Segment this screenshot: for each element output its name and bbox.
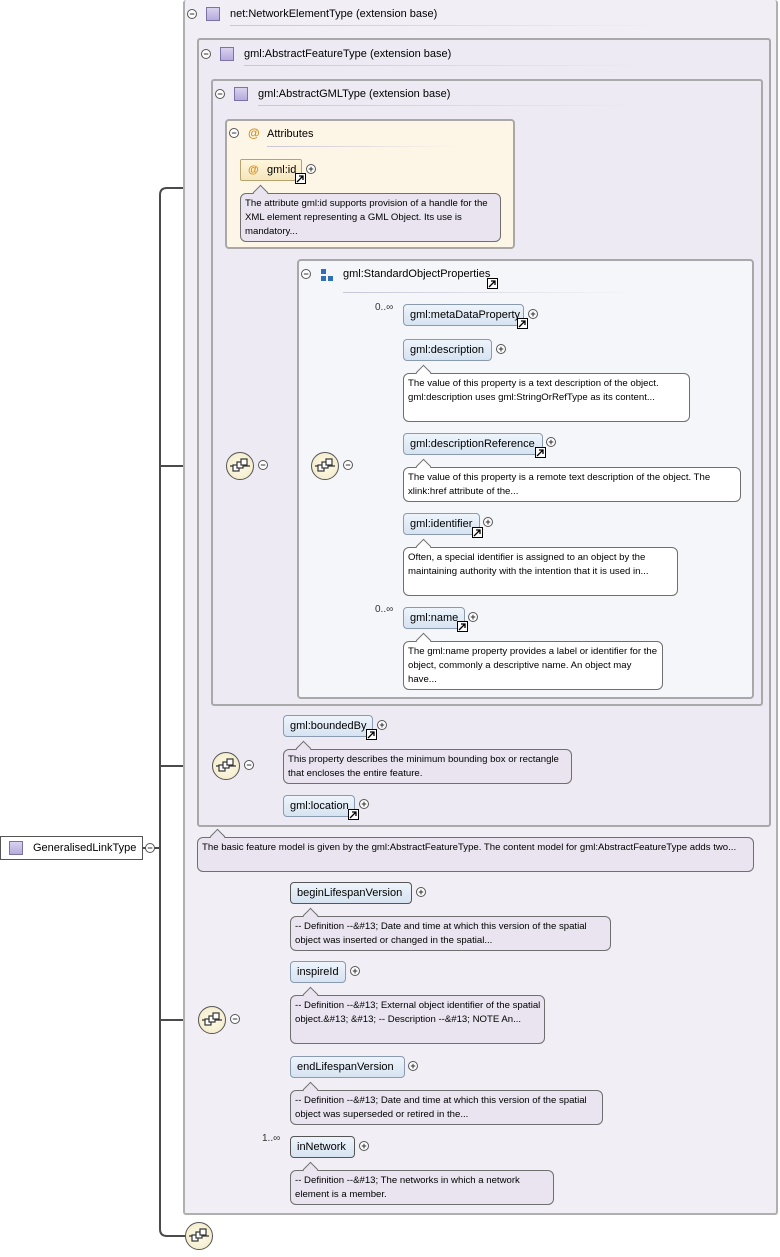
link-arrow-icon[interactable] [517, 318, 528, 329]
gml-identifier-note: Often, a special identifier is assigned … [403, 547, 678, 596]
complex-type-icon [220, 47, 234, 61]
abstract-feature-note: The basic feature model is given by the … [197, 837, 754, 872]
collapse-icon[interactable]: − [343, 460, 353, 470]
gml-description-note: The value of this property is a text des… [403, 373, 690, 422]
root-element-generalisedlinktype[interactable]: GeneralisedLinkType [0, 836, 143, 860]
complex-type-icon [206, 7, 220, 21]
endlifespanversion-element[interactable]: endLifespanVersion [290, 1056, 405, 1078]
attributes-label: Attributes [267, 128, 314, 140]
gml-name-note: The gml:name property provides a label o… [403, 641, 663, 690]
sequence-compositor-icon[interactable] [185, 1222, 213, 1250]
collapse-icon[interactable]: − [145, 843, 155, 853]
link-arrow-icon[interactable] [535, 447, 546, 458]
header-underline [258, 105, 638, 106]
gml-name-element[interactable]: gml:name [403, 607, 465, 629]
abstract-feature-type-label: gml:AbstractFeatureType (extension base) [244, 48, 452, 60]
link-arrow-icon[interactable] [472, 527, 483, 538]
collapse-icon[interactable]: − [187, 9, 197, 19]
complex-type-icon [9, 841, 23, 855]
inspireid-element[interactable]: inspireId [290, 961, 346, 983]
sequence-compositor-icon[interactable] [198, 1006, 226, 1034]
network-element-type-label: net:NetworkElementType (extension base) [230, 8, 438, 20]
collapse-icon[interactable]: − [230, 1014, 240, 1024]
gml-descriptionreference-element[interactable]: gml:descriptionReference [403, 433, 543, 455]
link-arrow-icon[interactable] [348, 809, 359, 820]
gml-id-note: The attribute gml:id supports provision … [240, 193, 501, 242]
gml-location-element[interactable]: gml:location [283, 795, 355, 817]
standard-object-properties-label: gml:StandardObjectProperties [343, 268, 491, 280]
sequence-compositor-icon[interactable] [226, 452, 254, 480]
beginlifespanversion-note: -- Definition --&#13; Date and time at w… [290, 916, 611, 951]
innetwork-note: -- Definition --&#13; The networks in wh… [290, 1170, 554, 1205]
occurrence-label: 1..∞ [262, 1133, 281, 1144]
collapse-icon[interactable]: − [229, 128, 239, 138]
link-arrow-icon[interactable] [457, 621, 468, 632]
sequence-compositor-icon[interactable] [212, 752, 240, 780]
link-arrow-icon[interactable] [366, 729, 377, 740]
expand-icon[interactable]: + [377, 720, 387, 730]
expand-icon[interactable]: + [416, 887, 426, 897]
endlifespanversion-note: -- Definition --&#13; Date and time at w… [290, 1090, 603, 1125]
expand-icon[interactable]: + [546, 437, 556, 447]
gml-id-attribute[interactable]: @ gml:id [240, 159, 302, 181]
gml-boundedby-note: This property describes the minimum boun… [283, 749, 572, 784]
beginlifespanversion-element[interactable]: beginLifespanVersion [290, 882, 412, 904]
link-arrow-icon[interactable] [295, 173, 306, 184]
gml-boundedby-element[interactable]: gml:boundedBy [283, 715, 373, 737]
collapse-icon[interactable]: − [201, 49, 211, 59]
root-element-label: GeneralisedLinkType [33, 842, 137, 854]
inspireid-note: -- Definition --&#13; External object id… [290, 995, 545, 1044]
expand-icon[interactable]: + [528, 309, 538, 319]
complex-type-icon [234, 87, 248, 101]
expand-icon[interactable]: + [306, 164, 316, 174]
collapse-icon[interactable]: − [301, 269, 311, 279]
expand-icon[interactable]: + [350, 966, 360, 976]
gml-identifier-element[interactable]: gml:identifier [403, 513, 480, 535]
expand-icon[interactable]: + [359, 799, 369, 809]
attribute-icon: @ [248, 164, 259, 176]
expand-icon[interactable]: + [496, 344, 506, 354]
header-underline [230, 25, 660, 26]
expand-icon[interactable]: + [408, 1061, 418, 1071]
gml-id-label: gml:id [267, 164, 297, 176]
gml-descriptionreference-note: The value of this property is a remote t… [403, 467, 741, 502]
expand-icon[interactable]: + [468, 612, 478, 622]
occurrence-label: 0..∞ [375, 604, 394, 615]
expand-icon[interactable]: + [359, 1141, 369, 1151]
header-underline [244, 65, 644, 66]
header-underline [343, 292, 633, 293]
attribute-icon: @ [248, 126, 260, 140]
gml-metadataproperty-element[interactable]: gml:metaDataProperty [403, 304, 524, 326]
link-arrow-icon[interactable] [487, 278, 498, 289]
sequence-compositor-icon[interactable] [311, 452, 339, 480]
abstract-gml-type-label: gml:AbstractGMLType (extension base) [258, 88, 451, 100]
innetwork-element[interactable]: inNetwork [290, 1136, 355, 1158]
expand-icon[interactable]: + [483, 517, 493, 527]
collapse-icon[interactable]: − [215, 89, 225, 99]
collapse-icon[interactable]: − [258, 460, 268, 470]
group-icon [320, 268, 334, 282]
gml-description-element[interactable]: gml:description [403, 339, 492, 361]
header-underline [267, 146, 457, 147]
collapse-icon[interactable]: − [244, 760, 254, 770]
occurrence-label: 0..∞ [375, 302, 394, 313]
